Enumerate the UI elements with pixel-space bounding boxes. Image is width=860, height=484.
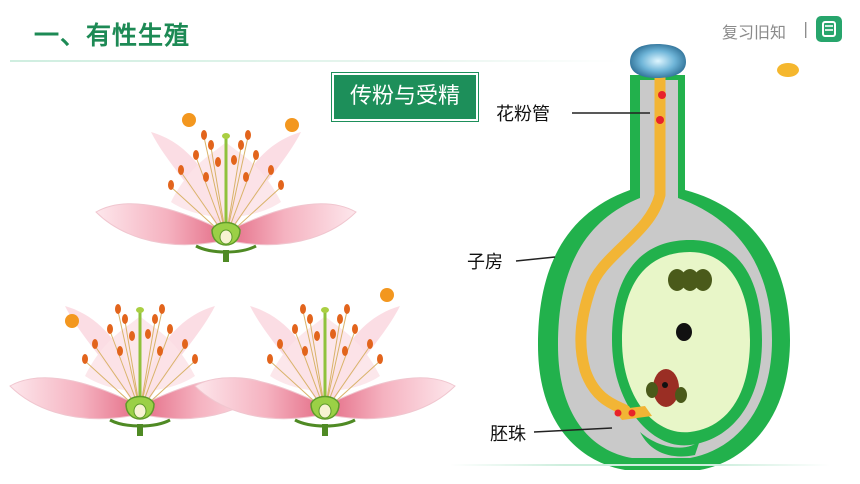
peach-flower-bottom-left xyxy=(8,302,272,438)
ovary-label: 子房 xyxy=(467,252,503,273)
peach-flower-top xyxy=(94,113,358,264)
pollen-grain xyxy=(777,63,799,77)
page-title: 一、有性生殖 xyxy=(34,21,191,50)
bottom-divider xyxy=(450,464,830,466)
book-icon-glyph xyxy=(822,21,836,37)
review-label[interactable]: 复习旧知 xyxy=(722,23,787,42)
ovule-leader xyxy=(533,427,613,433)
book-icon[interactable] xyxy=(816,16,842,42)
ovary-leader xyxy=(515,256,556,262)
ovule-label: 胚珠 xyxy=(490,424,526,445)
pollination-fertilization-heading: 传粉与受精 xyxy=(332,73,478,121)
peach-flower-bottom-right xyxy=(193,288,457,438)
title-underline xyxy=(10,60,620,62)
review-separator: | xyxy=(803,19,809,38)
pistil-cross-section xyxy=(538,44,790,470)
pollen-tube-label: 花粉管 xyxy=(496,104,550,125)
